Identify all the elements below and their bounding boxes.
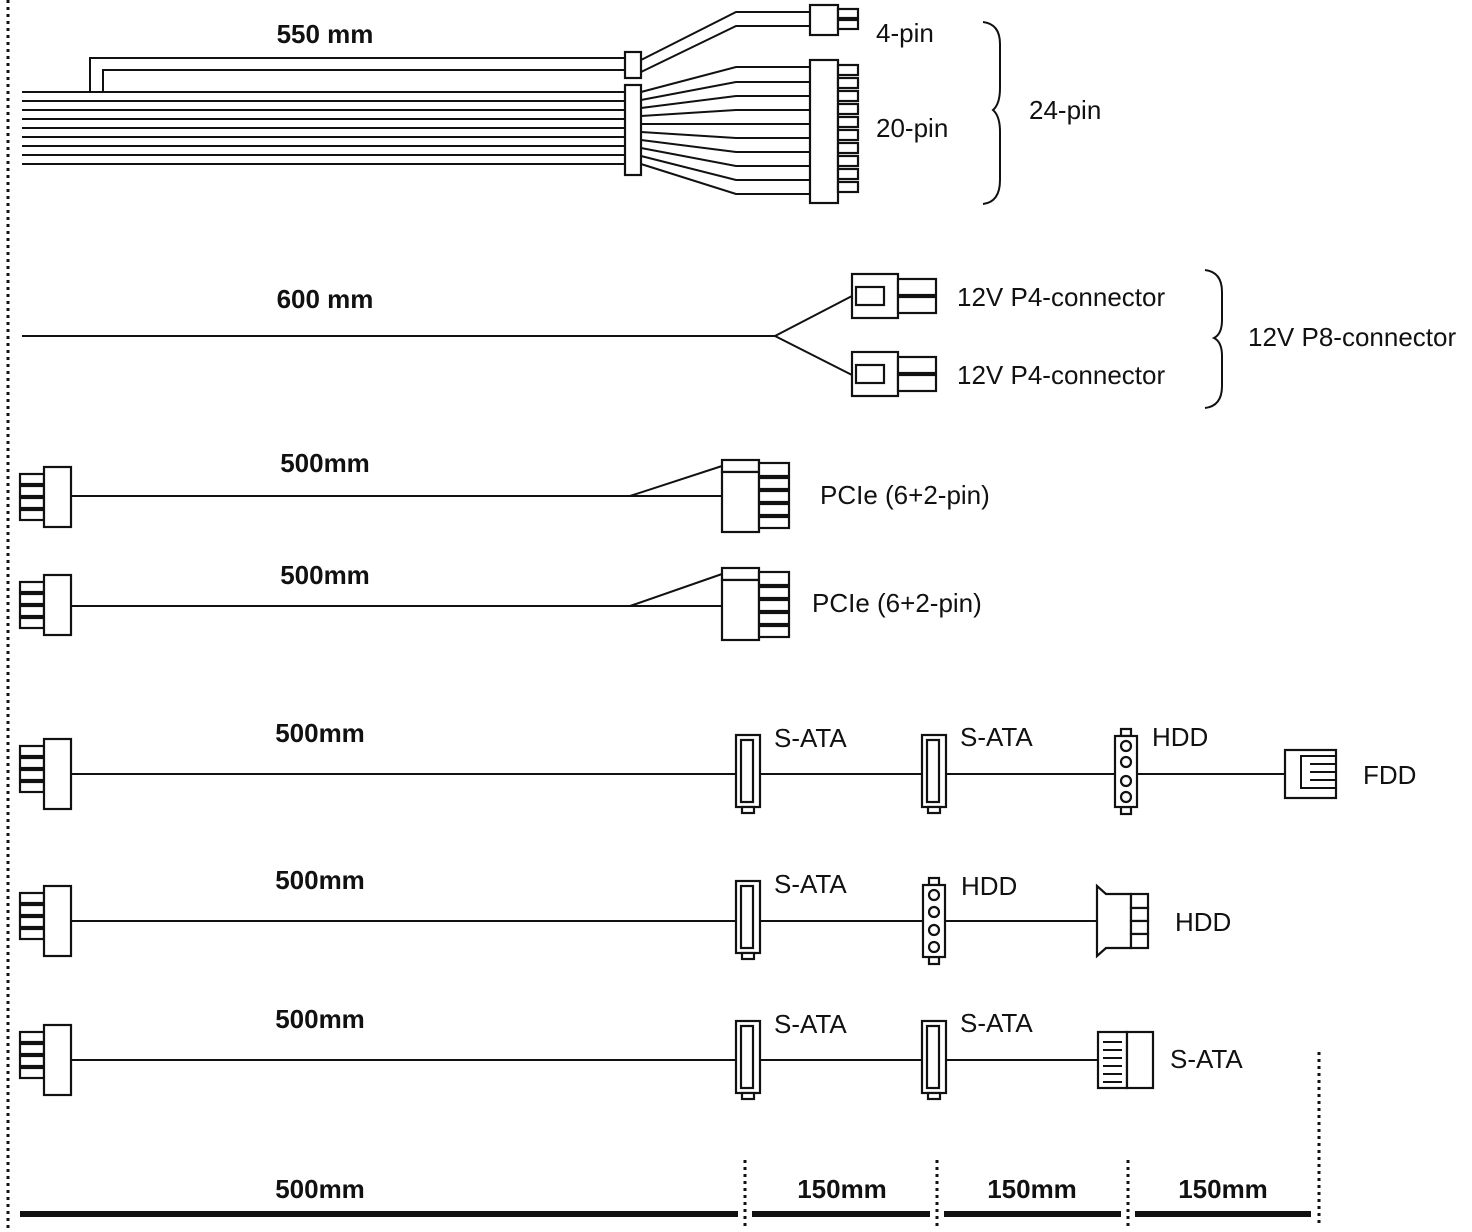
psu-plug <box>18 465 73 529</box>
label-4pin: 4-pin <box>876 18 934 48</box>
connector-p4-b <box>850 350 938 398</box>
psu-plug <box>18 573 73 637</box>
label-sata-1-conn4: FDD <box>1363 760 1416 790</box>
label-24pin: 24-pin <box>1029 95 1101 125</box>
label-sata-3-conn3: S-ATA <box>1170 1044 1243 1074</box>
label-sata-2-conn1: S-ATA <box>774 869 847 899</box>
connector-fdd <box>1283 748 1338 800</box>
connector-pcie <box>720 566 791 642</box>
label-p8: 12V P8-connector <box>1248 322 1456 352</box>
connector-sata <box>734 879 762 961</box>
psu-plug <box>18 1023 73 1097</box>
length-label-sata-2: 500mm <box>275 865 365 895</box>
psu-plug <box>18 884 73 958</box>
connector-sata <box>920 1019 948 1101</box>
connector-sata <box>734 1019 762 1101</box>
label-p4-a: 12V P4-connector <box>957 282 1165 312</box>
sleeve-20pin <box>623 83 643 177</box>
fan-wires-20pin <box>640 66 810 195</box>
scale-label-2: 150mm <box>797 1174 887 1204</box>
label-sata-3-conn2: S-ATA <box>960 1008 1033 1038</box>
label-sata-1-conn1: S-ATA <box>774 723 847 753</box>
psu-plug <box>18 737 73 811</box>
label-20pin: 20-pin <box>876 113 948 143</box>
cable-sata-2: 500mm S-ATA HDD HDD <box>18 865 1231 966</box>
label-pcie-1: PCIe (6+2-pin) <box>820 480 990 510</box>
connector-4pin <box>808 3 840 37</box>
brace-24pin <box>982 21 1001 205</box>
length-scale: 500mm 150mm 150mm 150mm <box>20 1052 1321 1226</box>
connector-molex <box>921 876 947 966</box>
label-p4-b: 12V P4-connector <box>957 360 1165 390</box>
sleeve-4pin <box>623 50 643 80</box>
length-label-sata-3: 500mm <box>275 1004 365 1034</box>
connector-molex <box>1113 727 1139 816</box>
cable-sata-1: 500mm S-ATA S-ATA HDD FDD <box>18 718 1416 816</box>
cable-24pin: 550 mm 4-pin 20-pin 24-pin <box>22 3 1101 205</box>
cable-sata-3: 500mm S-ATA S-ATA S-ATA <box>18 1004 1243 1101</box>
connector-sata <box>734 733 762 815</box>
length-label-pcie-2: 500mm <box>280 560 370 590</box>
connector-20pin <box>808 58 860 205</box>
length-label-pcie-1: 500mm <box>280 448 370 478</box>
scale-label-4: 150mm <box>1178 1174 1268 1204</box>
cable-pcie-1: 500mm PCIe (6+2-pin) <box>18 448 990 534</box>
bundle-wires <box>22 91 625 165</box>
label-sata-1-conn3: HDD <box>1152 722 1208 752</box>
connector-pcie <box>720 458 791 534</box>
cable-pcie-2: 500mm PCIe (6+2-pin) <box>18 560 982 642</box>
length-label-sata-1: 500mm <box>275 718 365 748</box>
label-sata-3-conn1: S-ATA <box>774 1009 847 1039</box>
length-label-24pin: 550 mm <box>277 19 374 49</box>
label-sata-2-conn3: HDD <box>1175 907 1231 937</box>
scale-label-1: 500mm <box>275 1174 365 1204</box>
label-sata-2-conn2: HDD <box>961 871 1017 901</box>
connector-sata <box>920 733 948 815</box>
cable-cpu-p8: 600 mm 12V P4-connector 12V P4-connector… <box>22 269 1456 409</box>
label-sata-1-conn2: S-ATA <box>960 722 1033 752</box>
length-label-cpu: 600 mm <box>277 284 374 314</box>
brace-p8 <box>1204 269 1223 409</box>
connector-p4-a <box>850 272 938 320</box>
connector-hdd-end <box>1095 883 1150 959</box>
label-pcie-2: PCIe (6+2-pin) <box>812 588 982 618</box>
scale-label-3: 150mm <box>987 1174 1077 1204</box>
connector-sata-end <box>1096 1030 1155 1090</box>
